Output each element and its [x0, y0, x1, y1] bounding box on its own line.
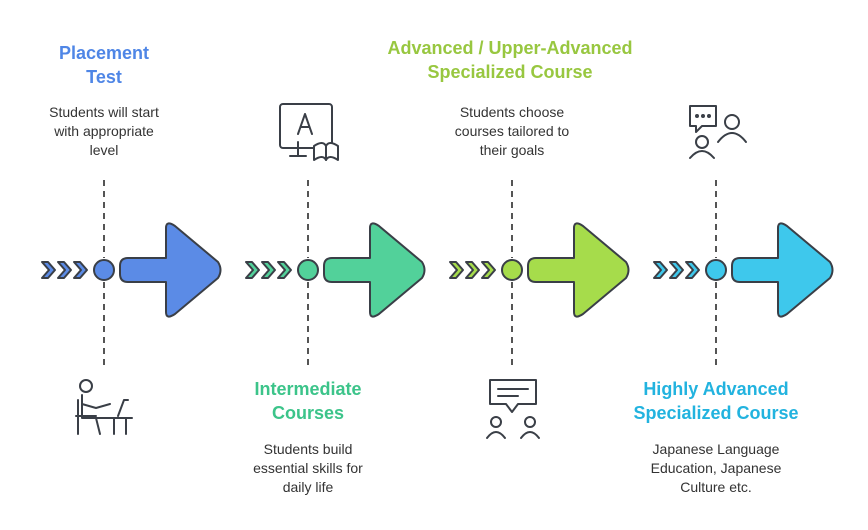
stage-4-chevron-1	[653, 261, 668, 279]
stage-2-arrow	[323, 222, 426, 318]
stage-3-node	[501, 259, 523, 281]
stage-3-chevron-1	[449, 261, 464, 279]
stage-1-chevron-2	[57, 261, 72, 279]
stage-4-arrow	[731, 222, 834, 318]
stage-2-chevron-1	[245, 261, 260, 279]
stage-2-chevron-3	[277, 261, 292, 279]
presentation-board-icon	[486, 379, 540, 439]
stage-2-description: Students build essential skills for dail…	[253, 441, 363, 495]
stage-2-title: Intermediate Courses	[254, 379, 362, 423]
stage-4-node	[705, 259, 727, 281]
stage-2-node	[297, 259, 319, 281]
stage-4-chevron-3	[685, 261, 700, 279]
stage-3-title: Advanced / Upper-Advanced Specialized Co…	[387, 38, 633, 82]
stage-3-chevron-3	[481, 261, 496, 279]
stage-1-chevron-1	[41, 261, 56, 279]
person-at-desk-icon	[75, 379, 133, 435]
conversation-people-icon	[689, 105, 747, 159]
stage-2-chevron-2	[261, 261, 276, 279]
stage-3-chevron-2	[465, 261, 480, 279]
stage-4-description: Japanese Language Education, Japanese Cu…	[650, 441, 782, 495]
stage-1-description: Students will start with appropriate lev…	[49, 104, 159, 158]
stage-3-description: Students choose courses tailored to thei…	[454, 104, 570, 158]
alphabet-book-screen-icon	[279, 103, 339, 161]
stage-1-arrow	[119, 222, 222, 318]
stage-1-title: Placement Test	[58, 43, 150, 87]
stage-1-node	[93, 259, 115, 281]
stage-4-chevron-2	[669, 261, 684, 279]
stage-3-arrow	[527, 222, 630, 318]
stage-4-title: Highly Advanced Specialized Course	[633, 379, 799, 423]
stage-1-chevron-3	[73, 261, 88, 279]
